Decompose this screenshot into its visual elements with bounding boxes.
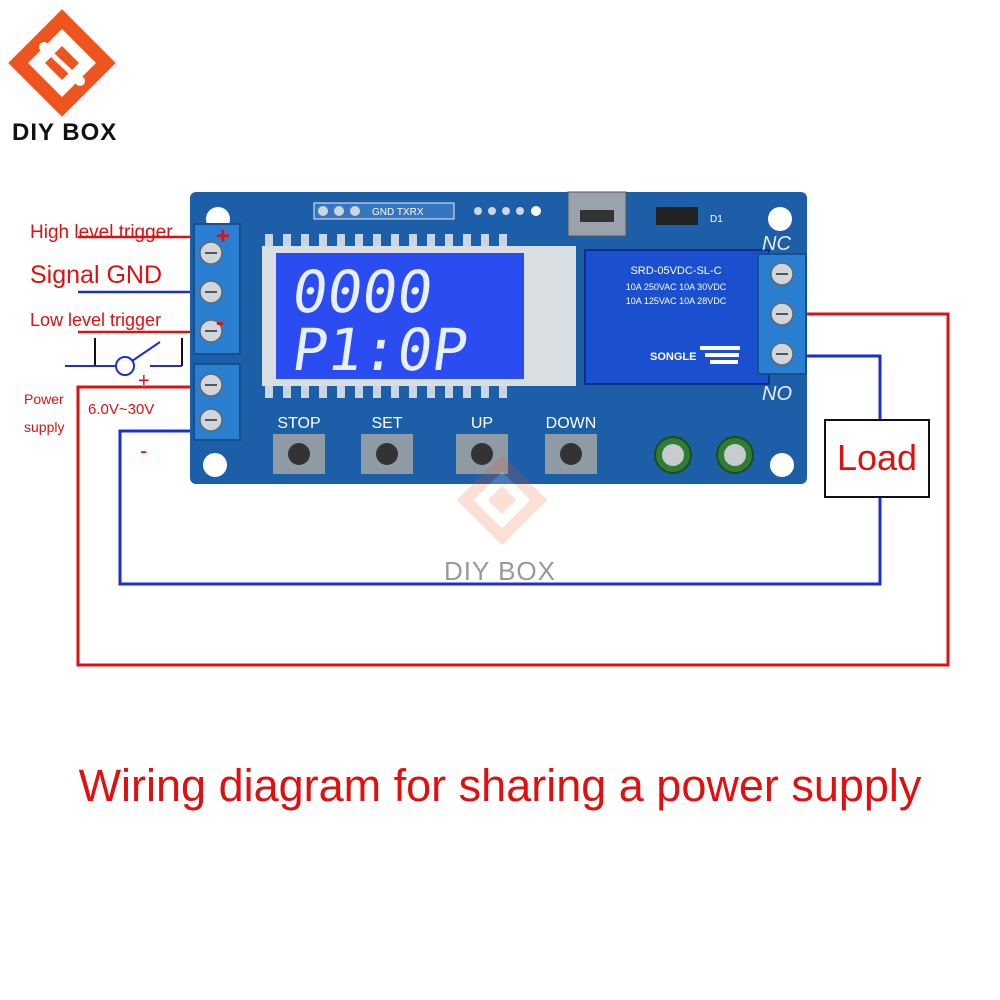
label-signal-gnd: Signal GND — [30, 261, 162, 289]
relay-model: SRD-05VDC-SL-C — [630, 265, 721, 277]
timer-relay-board: GND TXRX D1 0000 P1:0P — [190, 191, 807, 484]
button-stop-label: STOP — [277, 415, 320, 432]
mount-hole — [203, 453, 227, 477]
diagram-caption: Wiring diagram for sharing a power suppl… — [78, 760, 922, 811]
uart-header — [313, 202, 455, 220]
label-no: NO — [762, 383, 792, 405]
label-voltage-range: 6.0V~30V — [88, 401, 154, 418]
button-set-label: SET — [371, 415, 402, 432]
button-up-label: UP — [471, 415, 493, 432]
label-low-level-trigger: Low level trigger — [30, 310, 161, 330]
label-high-plus: + — [216, 223, 230, 250]
label-nc: NC — [762, 233, 791, 255]
capacitor — [654, 436, 692, 474]
switch-contact-icon — [115, 356, 135, 376]
blue-wire-bottom — [118, 429, 882, 586]
lcd-line-1: 0000 — [288, 258, 437, 326]
label-power-line2: supply — [24, 419, 64, 435]
label-low-minus: - — [216, 309, 224, 336]
load-box — [824, 419, 930, 498]
switch-blade — [131, 341, 161, 362]
relay-block — [584, 249, 770, 385]
button-down[interactable] — [545, 434, 597, 474]
label-high-level-trigger: High level trigger — [30, 222, 173, 243]
brand-logo — [8, 9, 116, 117]
red-wire-loop — [76, 312, 950, 667]
wires — [65, 235, 950, 667]
lcd-screen — [276, 253, 524, 379]
watermark-text: DIY BOX — [444, 556, 556, 586]
mount-hole — [770, 453, 794, 477]
uart-header-label: GND TXRX — [372, 207, 424, 218]
mount-hole — [768, 207, 792, 231]
label-power-plus: + — [138, 370, 150, 392]
button-stop[interactable] — [273, 434, 325, 474]
label-power-line1: Power — [24, 391, 64, 407]
micro-usb-port — [567, 191, 627, 237]
label-power-minus: - — [140, 438, 147, 463]
label-load: Load — [837, 437, 917, 478]
button-up[interactable] — [456, 434, 508, 474]
lcd-line-2: P1:0P — [288, 316, 472, 384]
diode-d1 — [656, 207, 698, 225]
relay-rating-1: 10A 250VAC 10A 30VDC — [626, 282, 727, 292]
button-set[interactable] — [361, 434, 413, 474]
capacitor — [716, 436, 754, 474]
songle-logo-icon — [700, 346, 740, 364]
d1-label: D1 — [710, 214, 723, 225]
relay-brand: SONGLE — [650, 351, 696, 363]
button-down-label: DOWN — [546, 415, 597, 432]
brand-name: DIY BOX — [12, 119, 117, 146]
blue-wire-load-top — [805, 354, 882, 420]
relay-rating-2: 10A 125VAC 10A 28VDC — [626, 296, 727, 306]
